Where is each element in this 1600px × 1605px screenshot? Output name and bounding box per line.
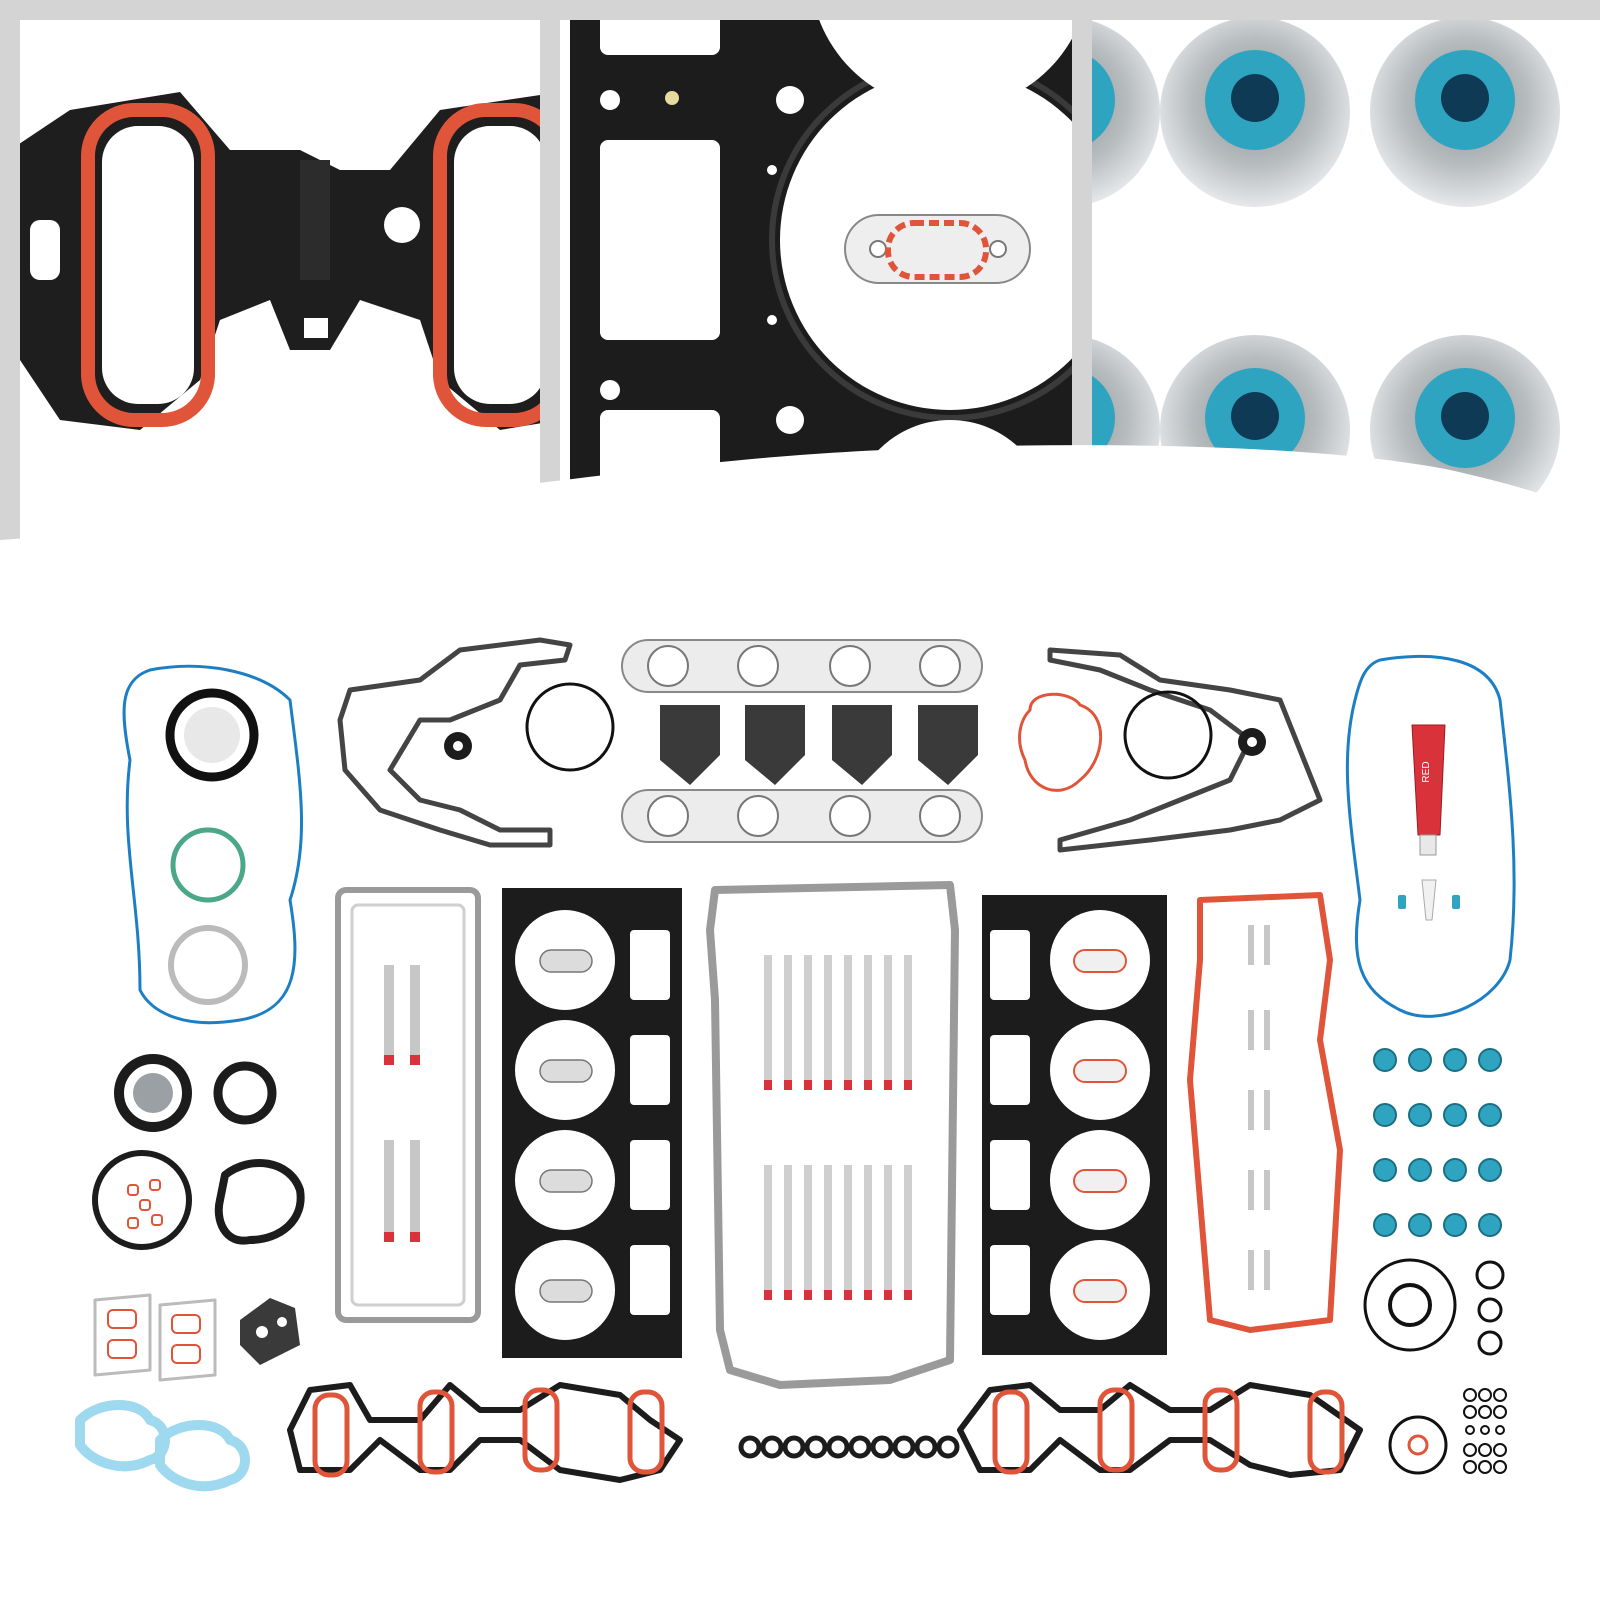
wave-divider [0,445,1600,1600]
gasket-kit: RED [75,637,1516,1492]
intake-gasket-icon [287,1382,1363,1483]
sealant-tube: RED [1398,724,1460,921]
intake-manifold-gasket-closeup [20,20,540,540]
head-gasket-icon [502,888,682,1358]
sealant-tube-label: RED [1421,761,1432,782]
